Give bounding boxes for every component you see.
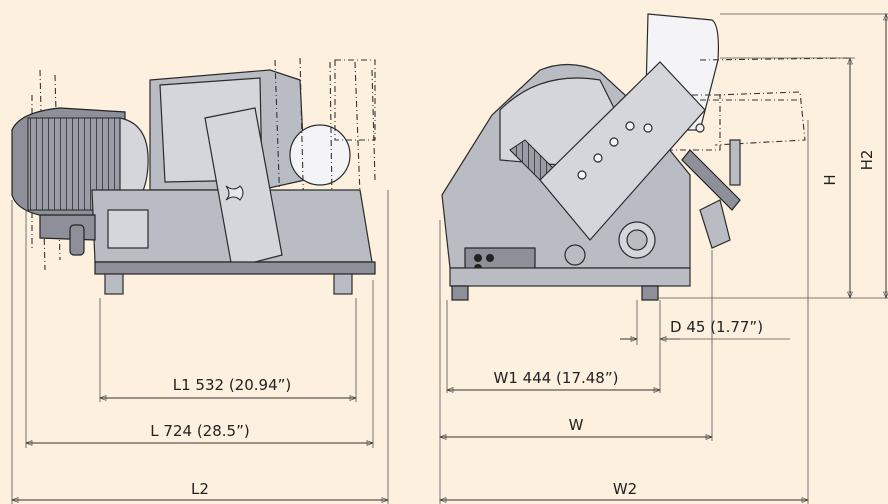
right-dimensions: W1 444 (17.48”) W W2 D 45 (1.77”) H H2 xyxy=(439,13,888,504)
side-tray xyxy=(39,214,96,241)
label-l: L 724 (28.5”) xyxy=(150,422,249,440)
handle-bar xyxy=(729,139,741,186)
label-l1: L1 532 (20.94”) xyxy=(173,376,291,394)
carriage-arm xyxy=(539,61,706,241)
label-l2: L2 xyxy=(191,480,209,498)
label-d: D 45 (1.77”) xyxy=(670,318,763,336)
foot-right xyxy=(333,273,353,295)
speed-dial xyxy=(564,244,586,266)
knob-left xyxy=(69,224,85,256)
slicer-side-view xyxy=(441,13,851,301)
label-w1: W1 444 (17.48”) xyxy=(494,369,619,387)
left-dimensions: L1 532 (20.94”) L 724 (28.5”) L2 xyxy=(11,190,389,504)
label-h: H xyxy=(821,174,839,185)
carriage-extension-outline xyxy=(699,57,851,146)
carriage-plate xyxy=(204,107,283,269)
blade-circle xyxy=(289,124,351,186)
label-w: W xyxy=(569,416,584,434)
adjust-knob xyxy=(699,199,731,249)
support-strut xyxy=(681,149,741,211)
carriage-handle-star xyxy=(225,185,244,201)
side-foot-right xyxy=(641,285,659,301)
control-panel xyxy=(107,209,149,249)
side-base xyxy=(449,267,691,287)
label-w2: W2 xyxy=(613,480,637,498)
label-h2: H2 xyxy=(858,150,876,171)
carriage-dashed-lines xyxy=(274,57,376,269)
carriage-end-outline xyxy=(334,59,376,141)
base-rail xyxy=(94,261,376,275)
sharpener-hub xyxy=(626,229,648,251)
side-foot-left xyxy=(451,285,469,301)
slicer-front-view xyxy=(11,57,376,295)
foot-left xyxy=(104,273,124,295)
